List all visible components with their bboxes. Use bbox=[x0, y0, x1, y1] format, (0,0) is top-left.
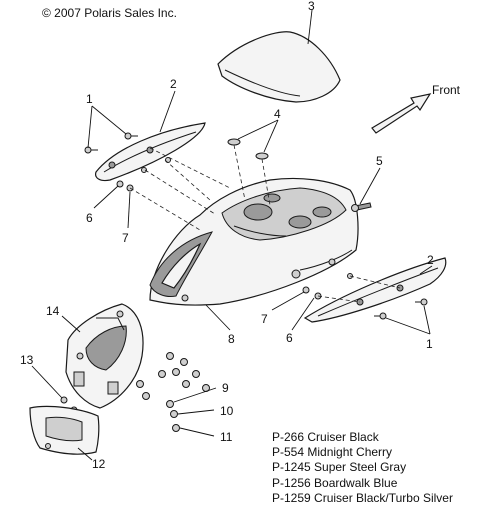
callout-11: 11 bbox=[220, 430, 233, 444]
callout-6-right: 6 bbox=[286, 331, 293, 345]
part-8-rear-body bbox=[149, 177, 359, 306]
color-option: P-1259 Cruiser Black/Turbo Silver bbox=[272, 490, 453, 505]
callout-4: 4 bbox=[274, 107, 281, 121]
callout-7-right: 7 bbox=[261, 312, 268, 326]
callout-1-right: 1 bbox=[426, 337, 433, 351]
hardware-nuts-column bbox=[136, 352, 210, 432]
callout-numbers: 3 2 1 4 5 6 7 2 7 6 8 1 14 13 9 10 11 12 bbox=[20, 0, 434, 471]
callout-13: 13 bbox=[20, 353, 34, 367]
callout-12: 12 bbox=[92, 457, 106, 471]
callout-9: 9 bbox=[222, 381, 229, 395]
part-12-license-bracket bbox=[29, 405, 100, 455]
color-option: P-266 Cruiser Black bbox=[272, 430, 379, 444]
callout-7-left: 7 bbox=[122, 231, 129, 245]
color-option: P-1256 Boardwalk Blue bbox=[272, 475, 398, 490]
front-direction-arrow bbox=[371, 93, 432, 134]
callout-10: 10 bbox=[220, 404, 234, 418]
part-2-right-side-trim bbox=[303, 257, 447, 323]
callout-2-left: 2 bbox=[170, 77, 177, 91]
callout-3: 3 bbox=[308, 0, 315, 13]
callout-1-left: 1 bbox=[86, 92, 93, 106]
part-4-grommets bbox=[227, 138, 269, 160]
part-6-7-right-fasteners bbox=[302, 273, 353, 300]
color-options-list: P-266 Cruiser Black P-554 Midnight Cherr… bbox=[272, 430, 453, 506]
part-6-7-left-fasteners bbox=[116, 157, 171, 192]
callout-5: 5 bbox=[376, 154, 383, 168]
part-1-right-screws bbox=[374, 298, 428, 320]
assembly-lines bbox=[129, 144, 401, 303]
callout-2-right: 2 bbox=[427, 253, 434, 267]
part-1-left-screws bbox=[84, 132, 138, 154]
callout-leaders bbox=[31, 9, 433, 461]
part-14-mounting-bracket bbox=[65, 303, 144, 409]
callout-6-left: 6 bbox=[86, 211, 93, 225]
color-option: P-554 Midnight Cherry bbox=[272, 445, 393, 460]
callout-8: 8 bbox=[228, 332, 235, 346]
copyright-notice: © 2007 Polaris Sales Inc. bbox=[42, 6, 177, 20]
part-5-bolt bbox=[351, 202, 372, 212]
part-2-left-side-trim bbox=[95, 122, 206, 182]
front-label: Front bbox=[432, 83, 461, 97]
callout-14: 14 bbox=[46, 304, 60, 318]
color-option: P-1245 Super Steel Gray bbox=[272, 460, 407, 475]
part-3-seat-pad bbox=[217, 31, 341, 103]
